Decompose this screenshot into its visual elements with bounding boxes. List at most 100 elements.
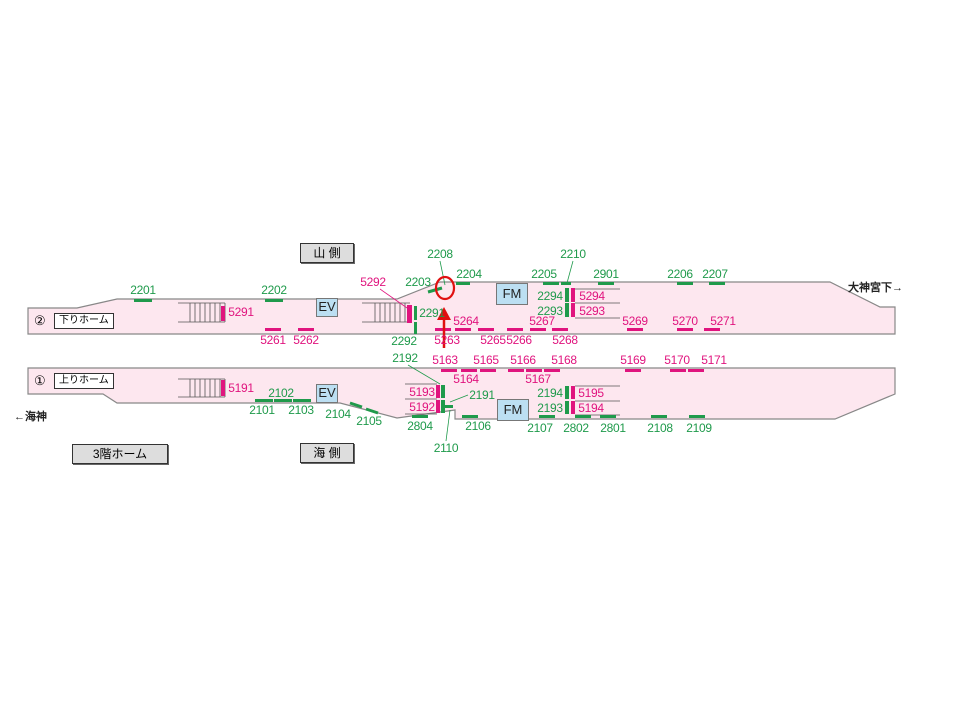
sign-code-5168: 5168 [551, 353, 577, 367]
sign-code-2102: 2102 [268, 386, 294, 400]
sign-code-5169: 5169 [620, 353, 646, 367]
sign-code-5262: 5262 [293, 333, 319, 347]
green-sign-bar [565, 288, 569, 302]
magenta-sign-bar [625, 369, 641, 372]
platform-2-shape [27, 281, 896, 335]
green-sign-bar [565, 401, 569, 414]
sign-code-5192: 5192 [409, 400, 435, 414]
magenta-sign-bar [571, 288, 575, 302]
magenta-sign-bar [478, 328, 494, 331]
green-sign-bar [441, 400, 445, 413]
magenta-sign-bar [298, 328, 314, 331]
magenta-sign-bar [508, 369, 524, 372]
green-sign-bar [293, 399, 311, 402]
sign-code-2294: 2294 [537, 289, 563, 303]
sign-code-2206: 2206 [667, 267, 693, 281]
sign-code-5167: 5167 [525, 372, 551, 386]
green-sign-bar [265, 299, 283, 302]
sign-code-5267: 5267 [529, 314, 555, 328]
sign-code-2291: 2291 [419, 306, 445, 320]
green-sign-bar [441, 385, 445, 398]
sign-code-5264: 5264 [453, 314, 479, 328]
sign-code-2293: 2293 [537, 304, 563, 318]
platform-2-label: 下りホーム [54, 313, 114, 329]
direction-left: ←海神 [14, 411, 47, 423]
sign-code-5292: 5292 [360, 275, 386, 289]
sign-code-2802: 2802 [563, 421, 589, 435]
mountain-side-heading: 山 側 [300, 243, 354, 263]
sign-code-5291: 5291 [228, 305, 254, 319]
leader-2210 [566, 260, 574, 284]
sign-code-2101: 2101 [249, 403, 275, 417]
sign-code-2193: 2193 [537, 401, 563, 415]
magenta-sign-bar [627, 328, 643, 331]
sign-code-5191: 5191 [228, 381, 254, 395]
sign-code-2203: 2203 [405, 275, 431, 289]
green-sign-bar [600, 415, 616, 418]
magenta-sign-bar [688, 369, 704, 372]
green-sign-bar [709, 282, 725, 285]
sign-code-2105: 2105 [356, 414, 382, 428]
green-sign-bar [414, 306, 417, 320]
magenta-sign-bar [552, 328, 568, 331]
elevator-icon: EV [316, 384, 338, 403]
sign-code-2801: 2801 [600, 421, 626, 435]
magenta-sign-bar [461, 369, 477, 372]
sign-code-5268: 5268 [552, 333, 578, 347]
sign-code-5269: 5269 [622, 314, 648, 328]
sign-code-2210: 2210 [560, 247, 586, 261]
sign-code-5261: 5261 [260, 333, 286, 347]
sign-code-2201: 2201 [130, 283, 156, 297]
sign-code-5294: 5294 [579, 289, 605, 303]
magenta-sign-bar [436, 385, 440, 398]
green-sign-bar [565, 386, 569, 399]
sign-code-5270: 5270 [672, 314, 698, 328]
green-sign-bar [456, 282, 470, 285]
green-sign-bar [349, 401, 363, 409]
floor-heading: 3階ホーム [72, 444, 168, 464]
magenta-sign-bar [265, 328, 281, 331]
sign-code-5171: 5171 [701, 353, 727, 367]
stairs [178, 288, 620, 416]
sign-code-2205: 2205 [531, 267, 557, 281]
magenta-sign-bar [677, 328, 693, 331]
sign-code-2208: 2208 [427, 247, 453, 261]
magenta-sign-bar [571, 386, 575, 399]
green-sign-bar [539, 415, 555, 418]
platform-2-number: ② [34, 313, 46, 328]
green-sign-bar [598, 282, 614, 285]
green-sign-bar [677, 282, 693, 285]
magenta-sign-bar [704, 328, 720, 331]
green-sign-bar [365, 407, 379, 415]
green-sign-bar [565, 303, 569, 317]
sign-code-5265: 5265 [480, 333, 506, 347]
magenta-sign-bar [441, 369, 457, 372]
sign-code-2104: 2104 [325, 407, 351, 421]
sign-code-2110: 2110 [433, 441, 459, 455]
sign-code-5194: 5194 [578, 401, 604, 415]
magenta-sign-bar [526, 369, 542, 372]
magenta-sign-bar [670, 369, 686, 372]
sign-code-2901: 2901 [593, 267, 619, 281]
sign-code-2204: 2204 [456, 267, 482, 281]
magenta-sign-bar [530, 328, 546, 331]
sign-code-5293: 5293 [579, 304, 605, 318]
green-sign-bar [412, 415, 428, 418]
sign-code-2191: 2191 [469, 388, 495, 402]
sign-code-5163: 5163 [432, 353, 458, 367]
green-sign-bar [274, 399, 292, 402]
elevator-icon: EV [316, 298, 338, 317]
leader-2191 [449, 394, 469, 403]
sign-code-2207: 2207 [702, 267, 728, 281]
sign-code-2108: 2108 [647, 421, 673, 435]
sign-code-5263: 5263 [434, 333, 460, 347]
green-sign-bar [134, 299, 152, 302]
highlight-arrow [437, 307, 451, 348]
green-sign-bar [462, 415, 478, 418]
sign-code-5170: 5170 [664, 353, 690, 367]
sign-code-2107: 2107 [527, 421, 553, 435]
magenta-sign-bar [407, 305, 412, 323]
green-sign-bar [651, 415, 667, 418]
